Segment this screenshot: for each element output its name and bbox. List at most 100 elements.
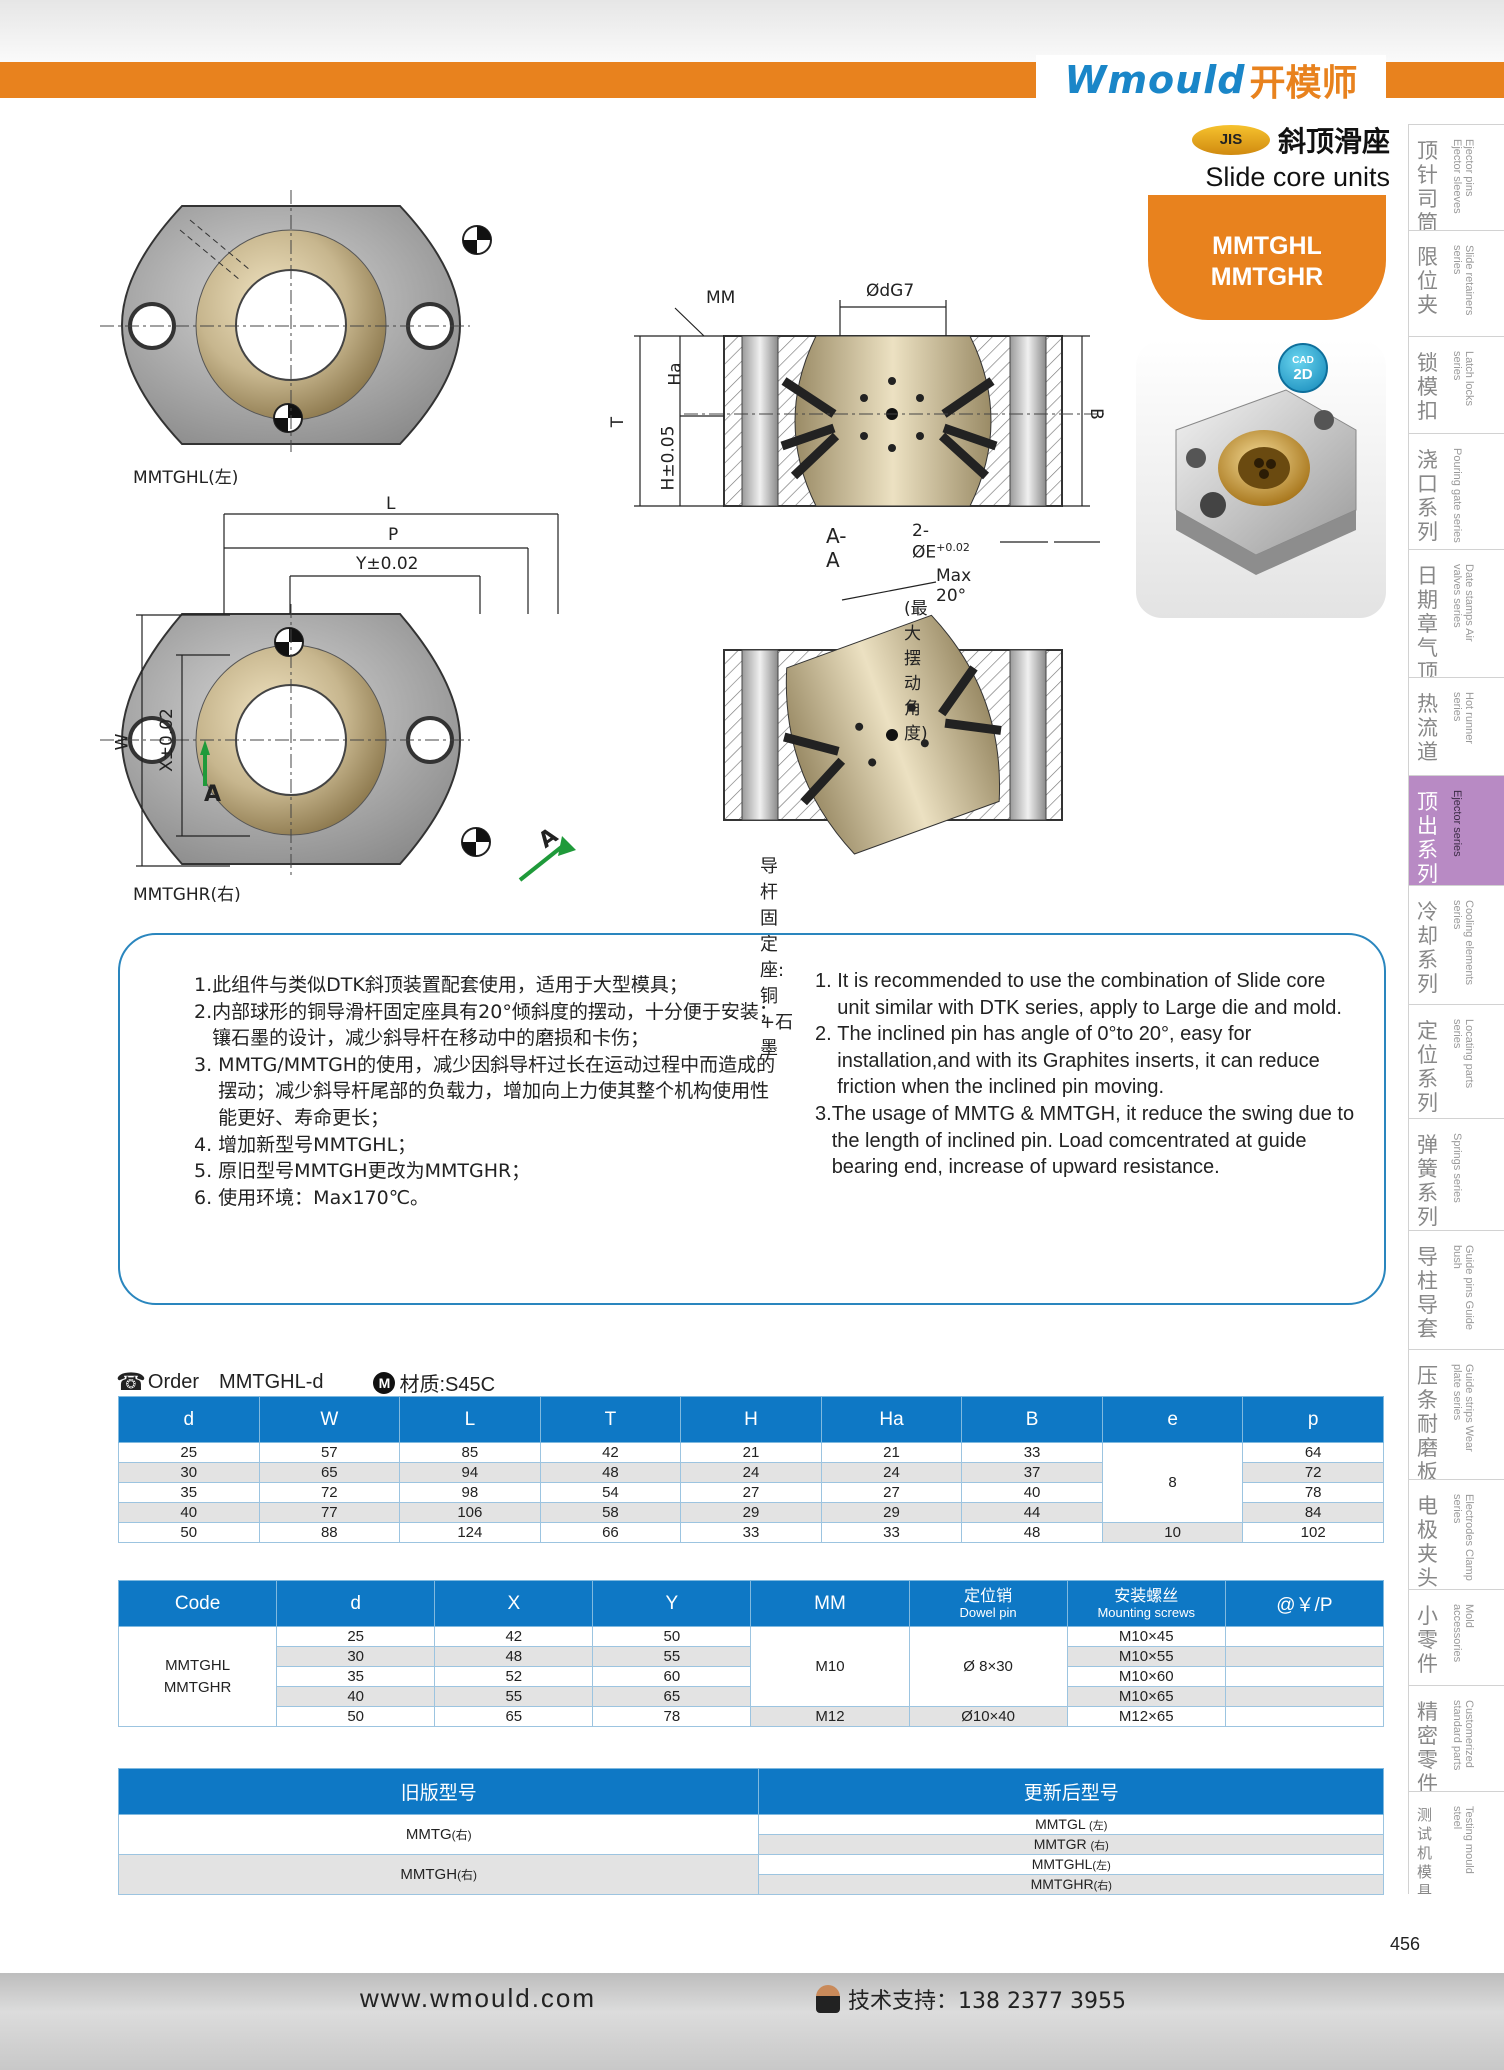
product-photo-illustration [1175, 389, 1357, 575]
desc-cn-item: 4. 增加新型号MMTGHL； [194, 1133, 417, 1156]
table-header: d [118, 1396, 260, 1443]
desc-cn-item: 1.此组件与类似DTK斜顶装置配套使用，适用于大型模具； [194, 974, 688, 996]
table-header: Y [592, 1580, 752, 1627]
desc-cn-item: 2.内部球形的铜导滑杆固定座具有20°倾斜度的摆动，十分便于安装；镶石墨的设计，… [194, 1000, 778, 1050]
plan-view-left [100, 190, 492, 452]
title-cn: 斜顶滑座 [1277, 125, 1390, 158]
brand-name-cn: 开模师 [1249, 63, 1358, 104]
table-header: d [276, 1580, 436, 1627]
section-view-aa [684, 335, 1104, 507]
dim-P: P [388, 525, 399, 545]
table-header: Ha [820, 1396, 963, 1443]
dim-E: 2-ØE+0.02 [912, 521, 970, 563]
dim-W: W [112, 733, 133, 751]
table-header: MM [750, 1580, 910, 1627]
material-label: 材质:S45C [399, 1374, 496, 1396]
desc-cn-item: 6. 使用环境：Max170℃。 [194, 1186, 430, 1209]
table-header: 旧版型号 [117, 1768, 760, 1815]
model-update-table: 旧版型号 更新后型号 MMTG(右) MMTGL (左) MMTGR (右) M… [117, 1768, 1384, 1895]
table-row: MMTGR (右) [119, 1834, 1384, 1855]
plan-view-right [100, 604, 491, 876]
technical-drawing [100, 190, 1104, 882]
model-tag: MMTGHL MMTGHR [1148, 195, 1386, 320]
table-row: MMTGHR(右) [119, 1874, 1384, 1895]
dim-H: H±0.05 [658, 425, 679, 491]
cad-label: CAD [1292, 355, 1314, 366]
guide-holder-caption: 导杆固定座:铜+石墨 [760, 856, 794, 1059]
title-en: Slide core units [1205, 162, 1390, 192]
table-header: Code [117, 1580, 278, 1627]
material-icon: M [373, 1371, 396, 1394]
dim-MM: MM [706, 288, 736, 308]
brand-logo: Wmould 开模师 [1036, 55, 1386, 105]
table-row: MMTG(右) MMTGL (左) [117, 1814, 1384, 1855]
table-header: B [961, 1396, 1103, 1443]
table-header: X [434, 1580, 594, 1627]
product-photo [1136, 340, 1386, 618]
dim-Ha: Ha [665, 362, 686, 386]
table-header: T [539, 1396, 682, 1443]
table-header: W [258, 1396, 401, 1443]
dim-dG7: ØdG7 [866, 281, 915, 301]
cad-2d-badge[interactable]: CAD 2D [1278, 343, 1328, 393]
table-header: e [1101, 1396, 1244, 1443]
order-code: MMTGHL-d [219, 1371, 324, 1393]
desc-en-item: 2. The inclined pin has angle of 0°to 20… [815, 1023, 1320, 1099]
support-person-icon [816, 1985, 840, 2013]
dim-max-angle: Max 20° [936, 566, 972, 606]
order-label: Order [147, 1371, 200, 1393]
dim-B: B [1085, 408, 1106, 420]
table-row: MMTGH(右) MMTGHL(左) [117, 1854, 1384, 1895]
dim-L: L [386, 494, 396, 514]
description-box [118, 933, 1386, 1305]
phone-icon: ☎ [116, 1369, 146, 1396]
section-dimensions [634, 300, 1100, 601]
e-merged-cell: 8 [1101, 1442, 1244, 1523]
max-angle-cn: (最大摆动角度) [904, 599, 928, 744]
jis-badge: JIS [1191, 125, 1270, 155]
dim-Y: Y±0.02 [356, 554, 419, 574]
section-mark-a: A [204, 782, 222, 807]
website-link[interactable]: www.wmould.com [360, 1983, 597, 2013]
description-cn: 1.此组件与类似DTK斜顶装置配套使用，适用于大型模具； 2.内部球形的铜导滑杆… [194, 972, 784, 1211]
dim-X: X±0.02 [156, 708, 177, 772]
dowel-merged-cell: Ø 8×30 [908, 1626, 1068, 1707]
model-name: MMTGHL [1212, 232, 1322, 260]
desc-en-item: 1. It is recommended to use the combinat… [815, 970, 1342, 1019]
label-mmtghl: MMTGHL(左) [133, 468, 239, 488]
top-gradient [0, 0, 1504, 62]
tech-support: 技术支持：138 2377 3955 [816, 1983, 1126, 2015]
page-number: 456 [1390, 1934, 1421, 1954]
desc-en-item: 3.The usage of MMTG & MMTGH, it reduce t… [815, 1102, 1355, 1179]
support-text: 技术支持：138 2377 3955 [848, 1989, 1126, 2014]
sidebar-item-mould-steel[interactable]: 测试机模具钢Testing mould steel [1408, 1791, 1504, 1894]
table-header: H [680, 1396, 822, 1443]
